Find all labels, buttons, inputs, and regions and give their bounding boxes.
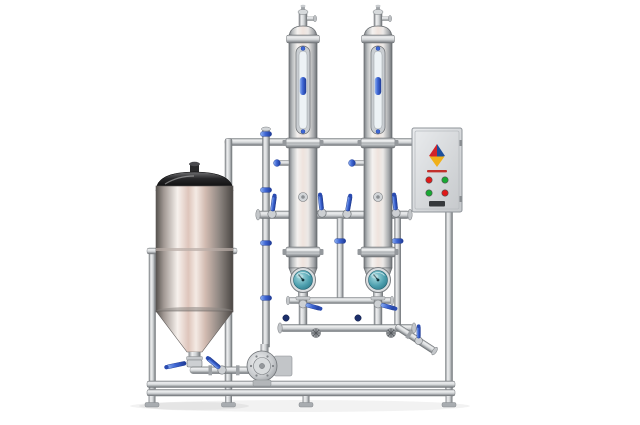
panel-door xyxy=(414,130,460,210)
tank-outlet-valve xyxy=(186,359,203,368)
pump-discharge xyxy=(260,344,269,356)
navy-valve-knob xyxy=(354,314,362,322)
riser-valve-tick xyxy=(260,131,272,137)
tank-valve-handle xyxy=(164,361,187,370)
suction-pipe xyxy=(189,353,255,377)
frame-foot xyxy=(144,396,160,408)
panel-hinge xyxy=(459,196,462,202)
feed-tank xyxy=(155,161,234,372)
frame-foot xyxy=(221,396,236,408)
lower-manifold-pipe xyxy=(277,322,417,338)
handwheel-valve xyxy=(386,328,396,338)
frame-foot xyxy=(298,396,314,408)
drain-pipe xyxy=(395,324,438,356)
interconnect-piping xyxy=(286,217,404,327)
riser-valve-tick xyxy=(260,240,272,246)
frame-bottom-rail-front xyxy=(146,389,456,397)
membrane-column-1 xyxy=(274,5,324,328)
riser-valve-tick xyxy=(260,187,272,193)
tank-outlet-pipe xyxy=(188,352,201,357)
brand-text-mark xyxy=(427,170,447,173)
indicator-light-2 xyxy=(441,176,449,184)
membrane-column-2 xyxy=(349,5,399,328)
feed-riser-pipe xyxy=(260,126,272,348)
navy-valve-knob xyxy=(282,314,290,322)
pump-base xyxy=(252,379,272,387)
pipe-clamp xyxy=(405,329,414,340)
pipe-clamp xyxy=(208,365,212,376)
handwheel-valve xyxy=(311,328,321,338)
drain-valve-handle xyxy=(414,324,423,345)
tank-stand-leg xyxy=(148,248,156,390)
riser-valve-tick xyxy=(260,295,272,301)
control-panel xyxy=(411,127,463,213)
frame-bottom-rail-back xyxy=(146,380,456,388)
tank-outlet-clamp xyxy=(186,356,203,361)
tank-weld-band xyxy=(156,248,233,251)
tank-top-nub xyxy=(190,164,199,172)
frame-foot xyxy=(441,396,457,408)
drop-valve-tick xyxy=(391,238,404,244)
indicator-light-1 xyxy=(425,176,433,184)
tank-nub-cap xyxy=(189,161,200,167)
panel-switch xyxy=(429,201,445,207)
panel-hinge xyxy=(459,140,462,146)
indicator-light-3 xyxy=(425,189,433,197)
pump-hub xyxy=(259,363,265,369)
indicator-light-4 xyxy=(441,189,449,197)
drop-valve-tick xyxy=(334,238,346,244)
dome-highlight xyxy=(164,175,195,185)
pipe-clamp xyxy=(236,365,240,376)
brand-logo xyxy=(429,144,445,167)
feed-pump xyxy=(246,344,293,387)
tank-cone xyxy=(155,310,234,353)
